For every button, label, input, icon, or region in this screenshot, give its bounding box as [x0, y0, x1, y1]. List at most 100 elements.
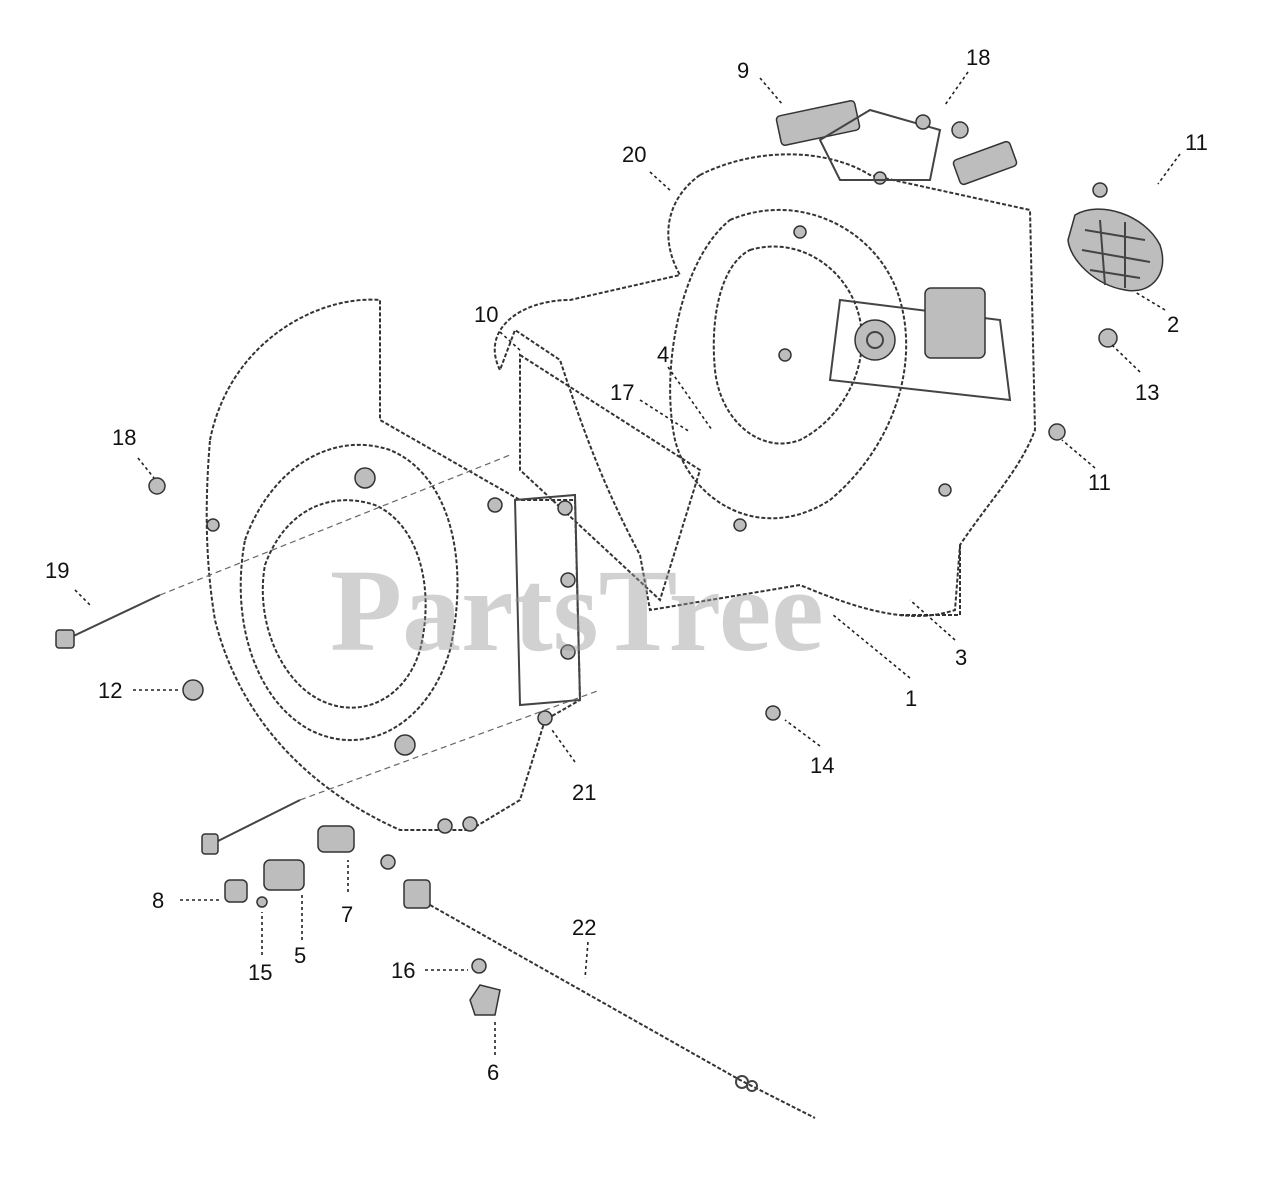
- leader-11-bottom: [1061, 439, 1096, 469]
- leader-18-top: [944, 71, 969, 106]
- leader-20: [649, 171, 673, 193]
- shroud-bolt: [557, 500, 573, 516]
- callout-labels: 1 2 3 4 5 6 7 8 9 10 11 11 12 13 14 15 1…: [45, 45, 1208, 1085]
- shroud-inner-ring: [261, 499, 427, 709]
- leader-4: [667, 366, 713, 431]
- washer-15: [256, 896, 268, 908]
- callout-20: 20: [622, 142, 646, 167]
- stud-bolts: [55, 454, 601, 855]
- callout-22: 22: [572, 915, 596, 940]
- leader-17: [639, 399, 691, 433]
- leader-18-left: [137, 457, 155, 479]
- callout-5: 5: [294, 943, 306, 968]
- housing-bolt: [793, 225, 807, 239]
- assembly-axis: [299, 689, 601, 801]
- callout-11-top: 11: [1185, 130, 1208, 155]
- callout-6: 6: [487, 1060, 499, 1085]
- clamp-6: [469, 984, 501, 1016]
- housing-tab: [900, 545, 961, 616]
- leader-9: [759, 77, 784, 106]
- screw-16: [471, 958, 487, 974]
- callout-14: 14: [810, 753, 834, 778]
- callout-21: 21: [572, 780, 596, 805]
- callout-1: 1: [905, 686, 917, 711]
- leader-1: [831, 613, 911, 679]
- callout-2: 2: [1167, 312, 1179, 337]
- shroud-bolt: [206, 518, 220, 532]
- leader-21: [551, 729, 576, 763]
- shroud-opening: [239, 443, 459, 741]
- nut-12: [182, 679, 204, 701]
- leader-2: [1134, 291, 1166, 311]
- callout-3: 3: [955, 645, 967, 670]
- callout-11-bottom: 11: [1088, 470, 1111, 495]
- callout-18-left: 18: [112, 425, 136, 450]
- screw-11-upper: [1092, 182, 1108, 198]
- callout-8: 8: [152, 888, 164, 913]
- shroud-bolt: [560, 644, 576, 660]
- shroud-bolt: [487, 497, 503, 513]
- bracket-5: [263, 859, 305, 891]
- screen-mesh: [1081, 219, 1151, 288]
- stud-19-head: [55, 629, 75, 649]
- callout-4: 4: [657, 342, 669, 367]
- callout-16: 16: [391, 958, 415, 983]
- hardware-nut: [380, 854, 396, 870]
- watermark-text: PartsTree: [330, 545, 824, 676]
- shroud-bolt: [462, 816, 478, 832]
- screw-18-top: [915, 114, 931, 130]
- fan-hub: [854, 319, 896, 361]
- cable-22: [429, 904, 816, 1119]
- shroud-bolt: [560, 572, 576, 588]
- small-hardware: [148, 114, 1118, 1016]
- top-nut: [951, 121, 969, 139]
- lower-stud-head: [201, 833, 219, 855]
- screw-11-lower: [1048, 423, 1066, 441]
- shroud-bolt: [537, 710, 553, 726]
- callout-9: 9: [737, 58, 749, 83]
- fan-hub-center: [866, 331, 884, 349]
- nut-13: [1098, 328, 1118, 348]
- blower-housing-inner-ring: [712, 245, 863, 445]
- callout-10: 10: [474, 302, 498, 327]
- lower-bracket: [519, 353, 702, 602]
- callout-18-top: 18: [966, 45, 990, 70]
- air-vane-plate: [924, 287, 986, 359]
- callout-19: 19: [45, 558, 69, 583]
- leader-3: [909, 599, 956, 641]
- leader-19: [74, 589, 91, 606]
- callout-13: 13: [1135, 380, 1159, 405]
- housing-bolt: [873, 171, 887, 185]
- leader-lines: [74, 71, 1181, 1055]
- cable-end: [746, 1080, 758, 1092]
- leader-13: [1111, 344, 1141, 373]
- shroud-flange: [513, 493, 582, 707]
- housing-bolt: [938, 483, 952, 497]
- callout-7: 7: [341, 902, 353, 927]
- housing-bolt: [733, 518, 747, 532]
- top-bracket-group: [775, 100, 1018, 186]
- cable-line: [429, 904, 816, 1119]
- callout-15: 15: [248, 960, 272, 985]
- shroud-bolt: [437, 818, 453, 834]
- callout-12: 12: [98, 678, 122, 703]
- lower-stud-shaft: [209, 799, 301, 846]
- leader-22: [584, 941, 589, 979]
- top-plate: [818, 108, 942, 181]
- leader-10: [499, 331, 523, 353]
- leader-11-top: [1157, 153, 1181, 185]
- shroud-boss: [394, 734, 416, 756]
- clip-7: [317, 825, 355, 853]
- leader-14: [784, 719, 821, 747]
- side-bracket: [952, 140, 1018, 186]
- nut-8: [224, 879, 248, 903]
- assembly-axis: [159, 454, 511, 596]
- shroud-outline: [205, 298, 582, 831]
- screw-18-left: [148, 477, 166, 495]
- bracket-9: [775, 100, 861, 146]
- cable-clamp: [403, 879, 431, 909]
- blower-housing-outline: [493, 153, 1037, 617]
- blower-housing-opening: [669, 209, 908, 520]
- callout-17: 17: [610, 380, 634, 405]
